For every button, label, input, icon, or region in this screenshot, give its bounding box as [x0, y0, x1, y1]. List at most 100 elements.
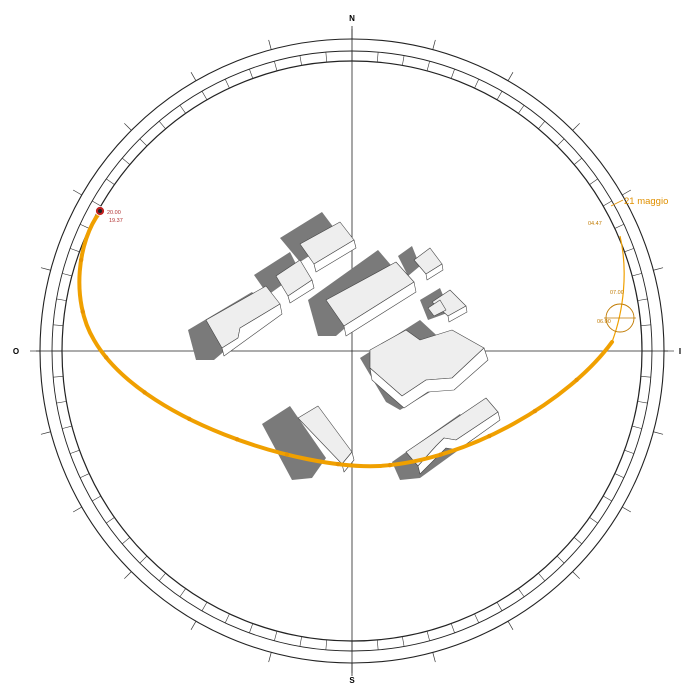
sun-hour-dot [284, 452, 290, 457]
ring-tick [121, 537, 131, 545]
ring-tick [299, 636, 302, 647]
ring-tick [426, 631, 430, 641]
ring-tick [299, 55, 302, 66]
sunset-alt-time-label: 19.37 [109, 218, 123, 224]
compass-south-label: S [349, 676, 355, 685]
ring-outer-tick [507, 621, 514, 631]
ring-tick [426, 61, 430, 71]
ring-tick [518, 105, 525, 114]
ring-tick [106, 517, 115, 524]
ring-outer-tick [572, 571, 580, 579]
ring-tick [556, 138, 565, 147]
hour-7-label: 07.00 [610, 290, 624, 296]
ring-tick [224, 613, 230, 624]
building [325, 261, 417, 337]
ring-tick [69, 248, 80, 253]
ring-tick [325, 639, 328, 650]
ring-outer-tick [124, 571, 132, 579]
ring-tick [402, 636, 405, 647]
ring-tick [79, 223, 90, 229]
ring-tick [474, 613, 480, 624]
ring-tick [69, 449, 80, 454]
ring-outer-tick [72, 189, 82, 196]
ring-tick [92, 200, 102, 207]
building [205, 285, 283, 357]
ring-outer-tick [507, 71, 514, 81]
ring-tick [201, 91, 208, 101]
ring-tick [624, 248, 635, 253]
sunrise-time-label: 04.47 [588, 221, 602, 227]
ring-outer-tick [432, 39, 436, 50]
ring-outer-tick [190, 621, 197, 631]
sun-hour-dot [387, 462, 393, 468]
ring-tick [179, 105, 186, 114]
ring-outer-tick [572, 123, 580, 131]
ring-tick [632, 425, 642, 429]
ring-tick [274, 631, 278, 641]
ring-tick [450, 623, 455, 634]
sun-hour-dot [142, 390, 147, 395]
ring-tick [402, 55, 405, 66]
ring-outer-tick [622, 506, 632, 513]
compass-west-label: O [13, 347, 19, 356]
sun-hour-dot [187, 416, 192, 422]
buildings [205, 221, 501, 475]
ring-tick [602, 200, 612, 207]
date-label: 21 maggio [624, 196, 668, 207]
ring-tick [53, 375, 64, 378]
ring-tick [92, 495, 102, 502]
ring-tick [376, 52, 379, 63]
sun-hour-dot [80, 309, 85, 314]
ring-tick [538, 572, 546, 582]
ring-tick [139, 555, 148, 564]
sun-hour-markers [78, 257, 579, 468]
ring-tick [201, 601, 208, 611]
ring-tick [224, 78, 230, 89]
ring-tick [249, 623, 254, 634]
ring-tick [450, 68, 455, 79]
ring-tick [62, 425, 72, 429]
building [369, 329, 489, 409]
compass-north-label: N [349, 14, 355, 23]
ring-tick [496, 91, 503, 101]
building [275, 259, 315, 304]
ring-tick [624, 449, 635, 454]
ring-tick [179, 588, 186, 597]
sun-hour-dot [78, 257, 84, 263]
sun-hour-dot [335, 461, 341, 467]
ring-tick [538, 120, 546, 130]
building [299, 221, 357, 273]
compass-axes [36, 26, 668, 676]
ring-tick [56, 401, 67, 404]
hour-6-label: 06.00 [597, 319, 611, 325]
ring-outer-tick [622, 189, 632, 196]
ring-tick [158, 572, 166, 582]
ring-tick [614, 473, 625, 479]
ring-outer-tick [432, 652, 436, 663]
ring-tick [121, 157, 131, 165]
ring-tick [325, 52, 328, 63]
sun-hour-dot [103, 355, 109, 360]
compass-east-label: I [679, 347, 681, 356]
ring-tick [376, 639, 379, 650]
ring-outer-tick [268, 39, 272, 50]
ring-tick [640, 324, 651, 327]
ring-tick [632, 273, 642, 277]
ring-tick [556, 555, 565, 564]
ring-outer-tick [72, 506, 82, 513]
ring-tick [637, 298, 648, 301]
ring-tick [106, 178, 115, 185]
ring-tick [158, 120, 166, 130]
ring-tick [62, 273, 72, 277]
ring-tick [589, 517, 598, 524]
ring-tick [518, 588, 525, 597]
ring-tick [589, 178, 598, 185]
sun-hour-dot [574, 377, 579, 383]
ring-outer-tick [40, 267, 51, 271]
ring-outer-tick [653, 267, 664, 271]
ring-tick [53, 324, 64, 327]
ring-tick [274, 61, 278, 71]
building [427, 289, 468, 323]
building [413, 247, 444, 281]
